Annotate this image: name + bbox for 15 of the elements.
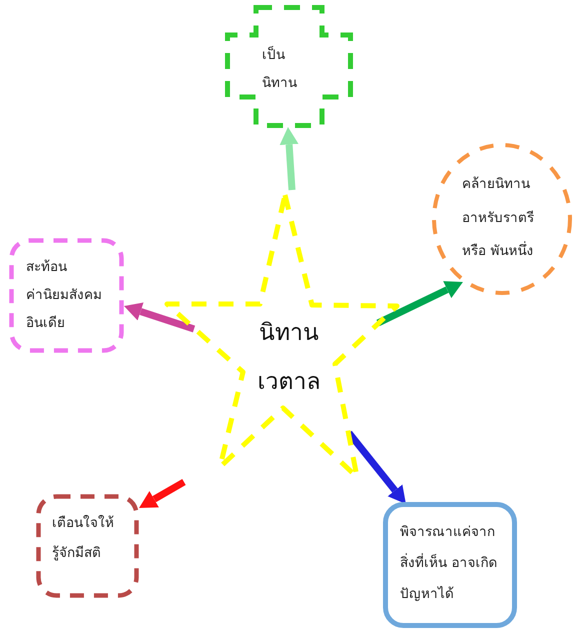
dashed-rounded-box [9,238,124,353]
arrow [376,281,463,326]
node-text: เตือนใจให้รู้จักมีสติ [52,514,115,563]
arrow [139,478,186,508]
node-text: คล้ายนิทานอาหรับราตรีหรือ พันหนึ่ง [462,175,535,261]
dashed-circle [432,143,572,295]
arrow [280,127,299,190]
dashed-rounded-box [36,494,139,598]
node-text: พิจารณาแค่จากสิ่งที่เห็น อาจเกิดปัญหาได้ [400,522,498,604]
node-text: นิทานเวตาล [256,318,322,396]
node-text: เป็นนิทาน [262,45,298,93]
node-text: สะท้อนค่านิยมสังคมอินเดีย [26,258,103,333]
dashed-cross-shape [225,5,353,128]
rounded-box [383,502,517,628]
arrow [124,302,196,332]
